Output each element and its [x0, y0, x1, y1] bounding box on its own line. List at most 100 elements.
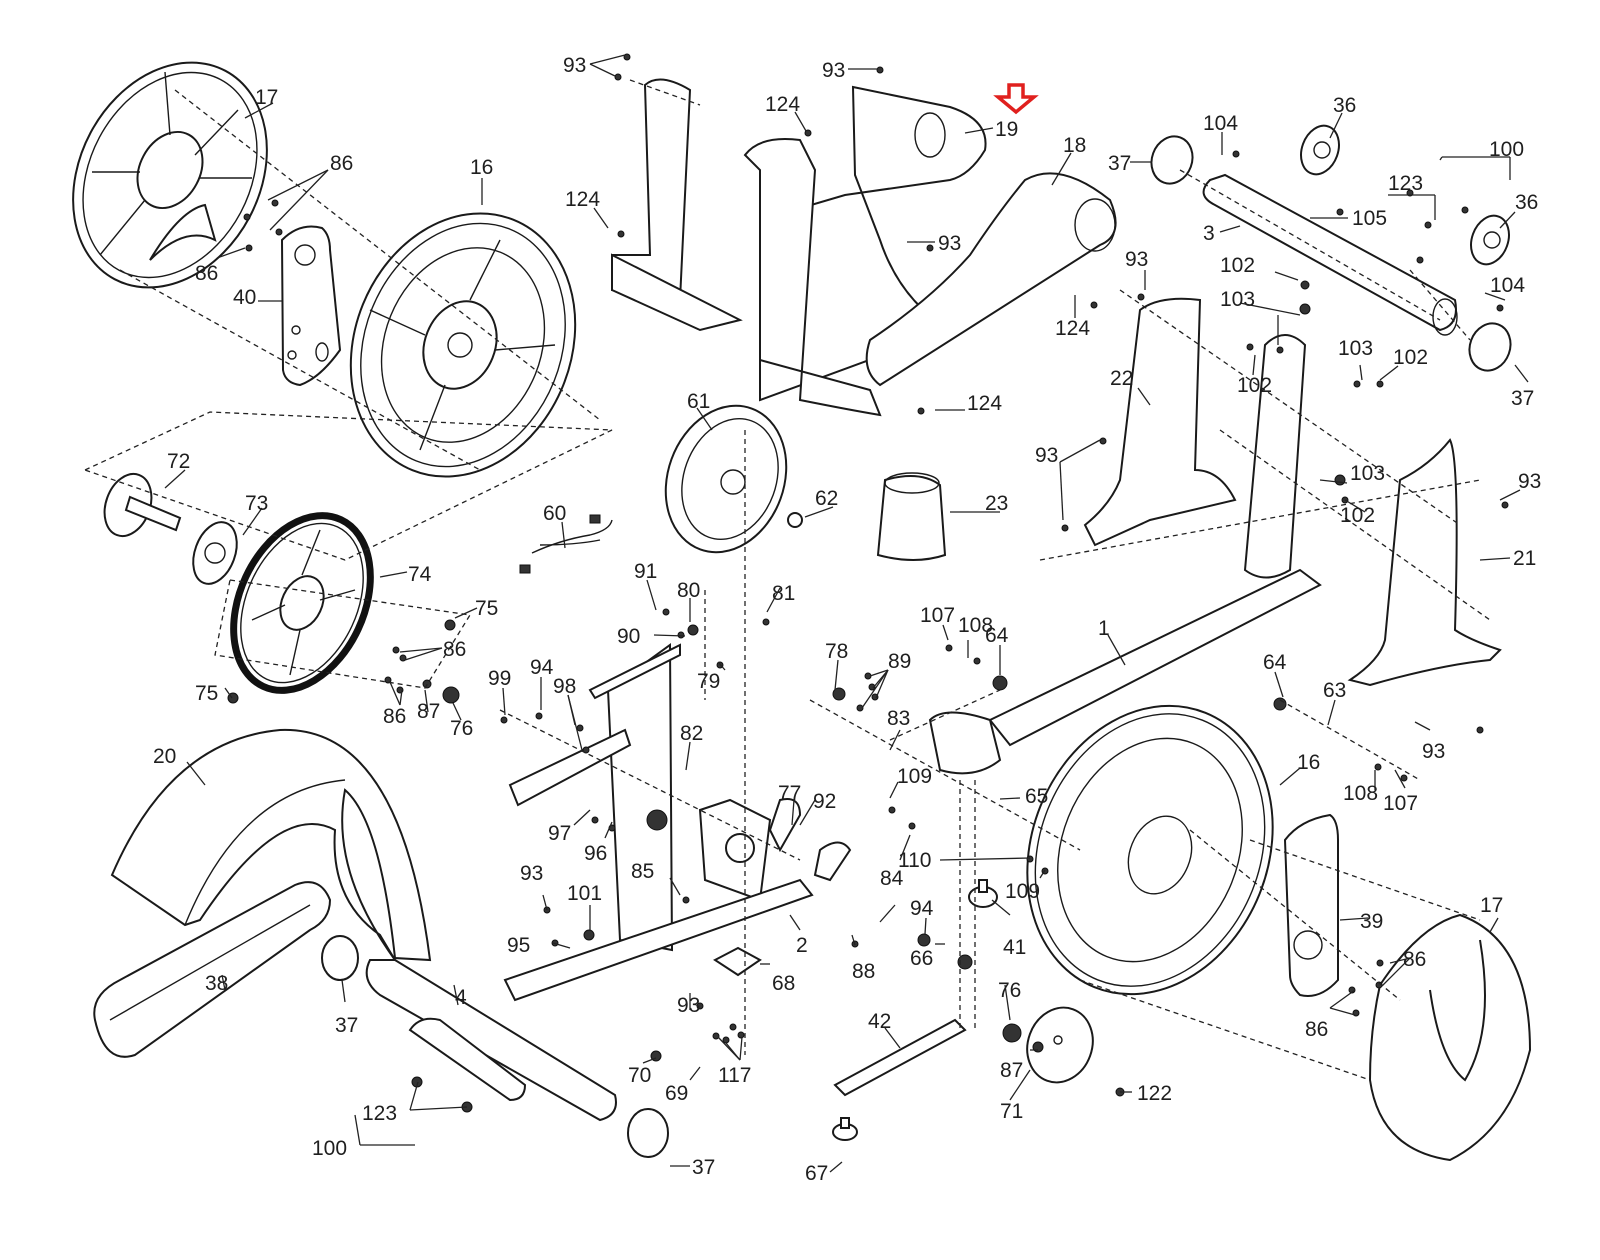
callout-87: 87 [1000, 1059, 1023, 1082]
callout-17: 17 [1480, 894, 1503, 917]
callout-122: 122 [1137, 1082, 1172, 1105]
callout-94: 94 [910, 897, 934, 920]
part-20-belt-guard [110, 728, 432, 962]
callout-89: 89 [888, 650, 911, 673]
part-62-nut [787, 512, 803, 528]
callout-93: 93 [520, 862, 543, 885]
part-40-left-plate [280, 225, 342, 387]
callout-16: 16 [470, 156, 493, 179]
callout-94: 94 [530, 656, 554, 679]
part-39-right-plate [1283, 813, 1339, 997]
callout-86: 86 [383, 705, 406, 728]
callout-36: 36 [1515, 191, 1538, 214]
part-16-right-pulley [1026, 704, 1274, 996]
part-37-end-cap-b [1468, 322, 1512, 372]
callout-76: 76 [450, 717, 473, 740]
callout-102: 102 [1340, 504, 1375, 527]
callout-124: 124 [1055, 317, 1090, 340]
callout-86: 86 [443, 638, 466, 661]
callout-82: 82 [680, 722, 703, 745]
callout-41: 41 [1003, 936, 1026, 959]
part-41-foot [968, 879, 998, 908]
callout-86: 86 [1305, 1018, 1328, 1041]
callout-20: 20 [153, 745, 176, 768]
part-37-end-cap-d [627, 1108, 669, 1158]
part-61-wheel [664, 404, 788, 554]
callout-65: 65 [1025, 785, 1048, 808]
callout-labels: 93 93 17 124 19 18 104 36 100 37 86 16 1… [153, 54, 1541, 1185]
callout-80: 80 [677, 579, 700, 602]
callout-84: 84 [880, 867, 904, 890]
callout-95: 95 [507, 934, 530, 957]
callout-60: 60 [543, 502, 566, 525]
callout-117: 117 [718, 1064, 751, 1087]
callout-90: 90 [617, 625, 640, 648]
part-77-bracket [698, 798, 772, 902]
part-22-shroud [1083, 297, 1237, 547]
callout-107: 107 [920, 604, 955, 627]
callout-73: 73 [245, 492, 268, 515]
callout-93: 93 [1518, 470, 1541, 493]
callout-4: 4 [455, 986, 467, 1009]
part-21-shroud [1347, 438, 1502, 687]
callout-92: 92 [813, 790, 836, 813]
callout-93: 93 [1035, 444, 1058, 467]
part-36-roller-b [1470, 214, 1510, 266]
part-74-drive-wheel [230, 512, 374, 694]
part-71-disc [1026, 1006, 1094, 1084]
part-16-left-pulley [349, 212, 577, 478]
callout-103: 103 [1220, 288, 1255, 311]
callout-96: 96 [584, 842, 607, 865]
callout-103: 103 [1338, 337, 1373, 360]
part-37-end-cap-a [1150, 135, 1194, 185]
callout-68: 68 [772, 972, 795, 995]
part-38-belt [93, 881, 332, 1058]
callout-22: 22 [1110, 367, 1133, 390]
part-37-end-cap-c [321, 935, 359, 981]
callout-86: 86 [1403, 948, 1426, 971]
callout-124: 124 [765, 93, 800, 116]
callout-93: 93 [1422, 740, 1445, 763]
callout-104: 104 [1490, 274, 1525, 297]
part-68-plate [713, 946, 762, 977]
callout-17: 17 [255, 86, 278, 109]
callout-16: 16 [1297, 751, 1320, 774]
callout-123: 123 [1388, 172, 1423, 195]
part-17-right-shroud [1368, 913, 1532, 1162]
callout-109: 109 [1005, 880, 1040, 903]
callout-42: 42 [868, 1010, 891, 1033]
hardware [227, 53, 1509, 1113]
callout-124: 124 [967, 392, 1002, 415]
part-18-shroud [865, 172, 1117, 387]
callout-110: 110 [898, 849, 931, 872]
callout-63: 63 [1323, 679, 1346, 702]
callout-75: 75 [195, 682, 218, 705]
callout-93: 93 [822, 59, 845, 82]
part-67-leveler [832, 1117, 858, 1141]
callout-37: 37 [335, 1014, 358, 1037]
callout-85: 85 [631, 860, 654, 883]
part-2-base [503, 878, 814, 1002]
callout-93: 93 [1125, 248, 1148, 271]
callout-37: 37 [1108, 152, 1131, 175]
callout-66: 66 [910, 947, 933, 970]
callout-64: 64 [985, 624, 1009, 647]
callout-36: 36 [1333, 94, 1356, 117]
callout-97: 97 [548, 822, 571, 845]
part-4-stabilizer [365, 959, 617, 1122]
callout-67: 67 [805, 1162, 828, 1185]
callout-61: 61 [687, 390, 710, 413]
part-73-hub [192, 521, 238, 585]
part-72-axle [103, 473, 182, 537]
callout-109: 109 [897, 765, 932, 788]
callout-77: 77 [778, 782, 801, 805]
callout-100: 100 [1489, 138, 1524, 161]
highlight-down-arrow-icon [993, 83, 1039, 115]
part-92-bracket [768, 798, 852, 882]
callout-2: 2 [796, 934, 808, 957]
callout-108: 108 [1343, 782, 1378, 805]
callout-104: 104 [1203, 112, 1238, 135]
callout-100: 100 [312, 1137, 347, 1160]
callout-23: 23 [985, 492, 1008, 515]
